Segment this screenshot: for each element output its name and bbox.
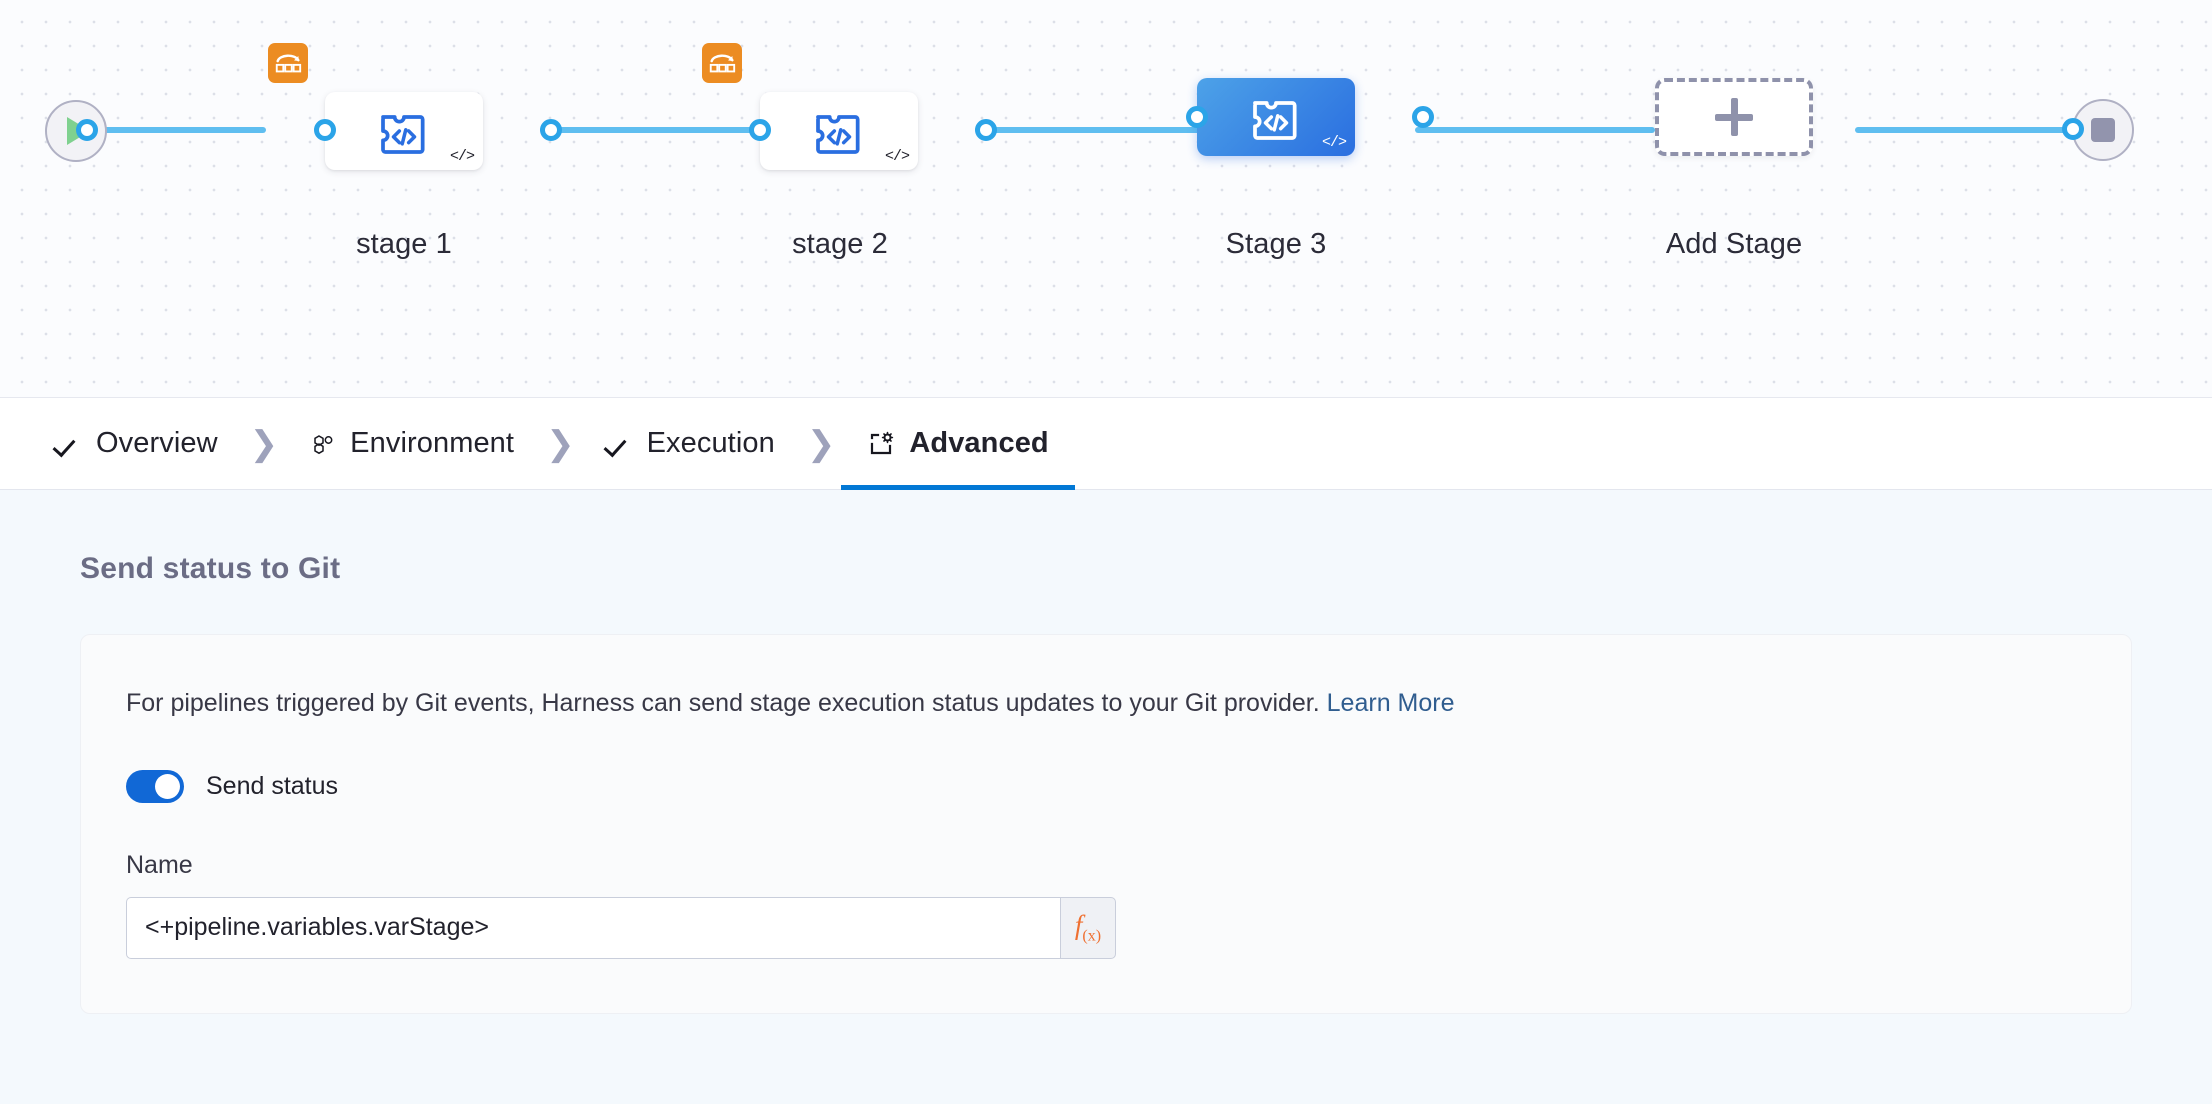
stage-2-matrix-badge[interactable] bbox=[702, 43, 742, 83]
port-end-in[interactable] bbox=[2062, 118, 2084, 140]
tab-execution-label: Execution bbox=[646, 427, 775, 459]
send-status-panel: For pipelines triggered by Git events, H… bbox=[80, 634, 2132, 1014]
send-status-toggle-label: Send status bbox=[206, 771, 339, 800]
name-input[interactable] bbox=[126, 896, 1060, 959]
stage-node-2[interactable]: </> bbox=[760, 92, 918, 170]
send-status-toggle[interactable] bbox=[126, 769, 184, 803]
port-stage-2-out[interactable] bbox=[975, 119, 997, 141]
port-stage-3-in[interactable] bbox=[1186, 106, 1208, 128]
port-stage-1-in[interactable] bbox=[314, 119, 336, 141]
tab-environment-label: Environment bbox=[350, 427, 515, 459]
stage-2-label: stage 2 bbox=[792, 228, 888, 260]
port-stage-2-in[interactable] bbox=[749, 119, 771, 141]
pipeline-end-node[interactable] bbox=[2072, 99, 2134, 161]
tab-overview[interactable]: Overview bbox=[30, 398, 244, 490]
name-field-row: f(x) bbox=[126, 896, 1116, 959]
custom-stage-icon bbox=[1253, 101, 1297, 140]
matrix-looping-icon bbox=[709, 54, 736, 73]
send-status-toggle-row: Send status bbox=[126, 769, 2131, 803]
tab-separator-1: ❯ bbox=[249, 424, 279, 463]
stage-1-matrix-badge[interactable] bbox=[268, 43, 308, 83]
expression-fx-button[interactable]: f(x) bbox=[1060, 896, 1116, 959]
stage-node-1[interactable]: </> bbox=[325, 92, 483, 170]
learn-more-link[interactable]: Learn More bbox=[1326, 689, 1455, 717]
stage-3-code-glyph: </> bbox=[1321, 134, 1347, 151]
advanced-tab-content: Send status to Git For pipelines trigger… bbox=[0, 490, 2212, 1104]
connector-stage2-to-stage3 bbox=[975, 127, 1205, 133]
custom-stage-icon bbox=[381, 115, 425, 154]
port-stage-3-out[interactable] bbox=[1412, 106, 1434, 128]
tab-execution[interactable]: Execution bbox=[581, 398, 801, 490]
tab-separator-2: ❯ bbox=[546, 424, 575, 463]
add-stage-button[interactable] bbox=[1655, 78, 1813, 156]
connector-addstage-to-end bbox=[1855, 127, 2070, 133]
tab-environment[interactable]: Environment bbox=[284, 398, 540, 490]
pipeline-canvas[interactable]: </> stage 1 </> stage 2 bbox=[0, 0, 2212, 398]
tab-overview-label: Overview bbox=[96, 427, 218, 459]
check-icon bbox=[56, 431, 82, 457]
tab-advanced[interactable]: Advanced bbox=[841, 398, 1076, 490]
connector-start-to-stage1 bbox=[86, 127, 266, 133]
fx-sub: (x) bbox=[1082, 927, 1102, 945]
panel-description: For pipelines triggered by Git events, H… bbox=[126, 687, 2131, 720]
plus-icon-vertical bbox=[1730, 98, 1738, 136]
stage-config-tabs: Overview ❯ Environment ❯ Execution ❯ Adv… bbox=[0, 398, 2212, 490]
check-icon bbox=[607, 431, 633, 457]
matrix-looping-icon bbox=[275, 54, 302, 73]
tab-separator-3: ❯ bbox=[806, 424, 836, 463]
toggle-knob bbox=[155, 773, 180, 799]
name-field-label: Name bbox=[126, 850, 193, 879]
advanced-gear-icon bbox=[871, 431, 894, 454]
port-stage-1-out[interactable] bbox=[540, 119, 562, 141]
add-stage-label: Add Stage bbox=[1665, 228, 1803, 260]
stage-1-code-glyph: </> bbox=[449, 148, 475, 165]
stage-2-code-glyph: </> bbox=[884, 148, 910, 165]
tab-advanced-label: Advanced bbox=[909, 427, 1049, 459]
page-title: Send status to Git bbox=[80, 552, 341, 585]
stop-icon bbox=[2091, 118, 2115, 142]
stage-1-label: stage 1 bbox=[356, 228, 452, 260]
environment-icon bbox=[314, 434, 333, 454]
port-start-out[interactable] bbox=[76, 119, 98, 141]
connector-stage1-to-stage2 bbox=[540, 127, 772, 133]
panel-description-text: For pipelines triggered by Git events, H… bbox=[126, 689, 1327, 717]
custom-stage-icon bbox=[816, 115, 860, 154]
connector-stage3-to-addstage bbox=[1415, 127, 1655, 133]
fx-glyph: f(x) bbox=[1074, 909, 1102, 945]
stage-3-label: Stage 3 bbox=[1225, 228, 1327, 260]
stage-node-3[interactable]: </> bbox=[1197, 78, 1355, 156]
